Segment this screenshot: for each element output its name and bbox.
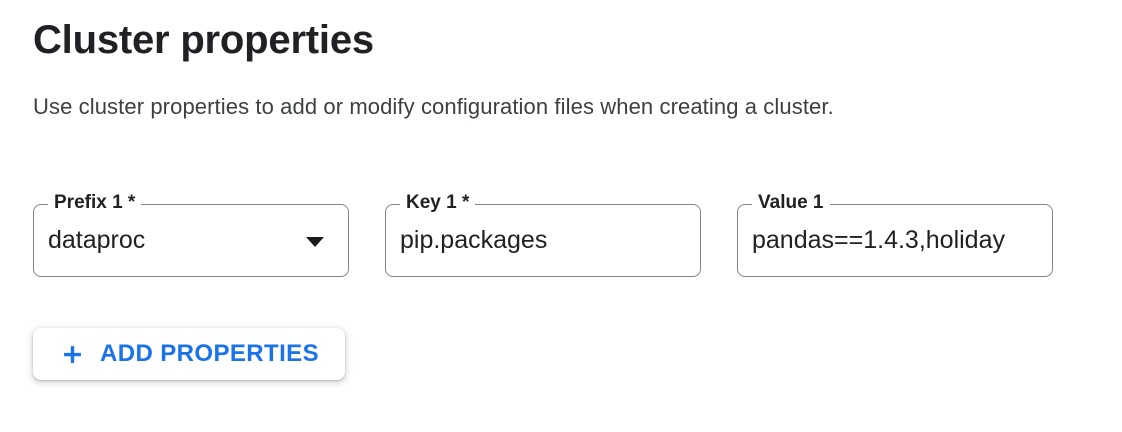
page-title: Cluster properties	[33, 18, 374, 62]
page-description: Use cluster properties to add or modify …	[33, 94, 834, 119]
plus-icon	[64, 345, 81, 363]
prefix-label: Prefix 1 *	[48, 192, 142, 215]
dropdown-arrow-icon	[306, 236, 324, 247]
value-input[interactable]	[738, 205, 1052, 277]
key-field: Key 1 *	[385, 192, 701, 278]
add-properties-label: ADD PROPERTIES	[100, 340, 319, 368]
property-row: Prefix 1 * dataproc Key 1 * Value 1	[33, 192, 1089, 278]
prefix-select[interactable]: Prefix 1 * dataproc	[33, 192, 349, 278]
key-input[interactable]	[386, 205, 700, 277]
add-properties-button[interactable]: ADD PROPERTIES	[33, 328, 345, 381]
cluster-properties-section: Cluster properties Use cluster propertie…	[33, 18, 1089, 381]
prefix-value: dataproc	[48, 226, 146, 255]
value-field: Value 1	[737, 192, 1053, 278]
